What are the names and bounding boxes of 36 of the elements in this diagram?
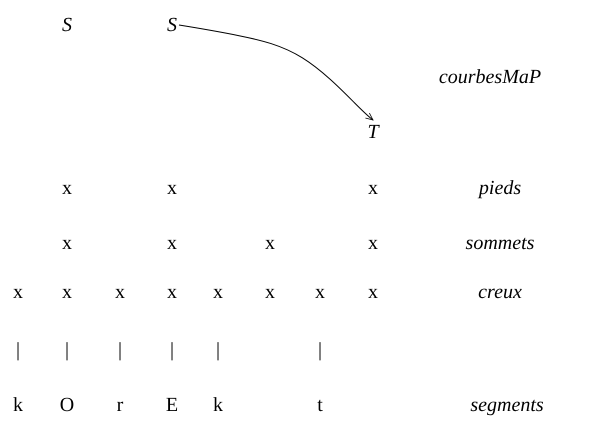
segment-label: r: [116, 395, 124, 415]
grid-mark: x: [368, 233, 378, 253]
grid-mark: x: [265, 282, 275, 302]
grid-mark: x: [13, 282, 23, 302]
grid-mark: x: [62, 233, 72, 253]
arrow: [178, 24, 374, 120]
grid-mark: x: [265, 233, 275, 253]
row-label: pieds: [478, 178, 522, 198]
grid-mark: x: [62, 178, 72, 198]
segment-label: k: [213, 395, 223, 415]
row-label: sommets: [466, 233, 534, 253]
grid-symbol: T: [367, 122, 379, 142]
grid-mark: x: [368, 178, 378, 198]
boundary-mark: |: [216, 340, 220, 360]
boundary-mark: |: [16, 340, 20, 360]
grid-mark: x: [213, 282, 223, 302]
grid-mark: x: [315, 282, 325, 302]
boundary-mark: |: [170, 340, 174, 360]
grid-mark: x: [62, 282, 72, 302]
grid-mark: x: [115, 282, 125, 302]
grid-mark: x: [167, 233, 177, 253]
segment-label: k: [13, 395, 23, 415]
boundary-mark: |: [318, 340, 322, 360]
row-label: courbesMaP: [438, 67, 542, 87]
grid-symbol: S: [62, 15, 72, 35]
row-label: segments: [470, 395, 544, 415]
boundary-mark: |: [65, 340, 69, 360]
grid-mark: x: [167, 282, 177, 302]
segment-label: O: [60, 395, 74, 415]
grid-mark: x: [368, 282, 378, 302]
segment-label: t: [317, 395, 323, 415]
boundary-mark: |: [118, 340, 122, 360]
row-label: creux: [478, 282, 522, 302]
segment-label: E: [166, 395, 178, 415]
grid-mark: x: [167, 178, 177, 198]
grid-symbol: S: [167, 15, 177, 35]
